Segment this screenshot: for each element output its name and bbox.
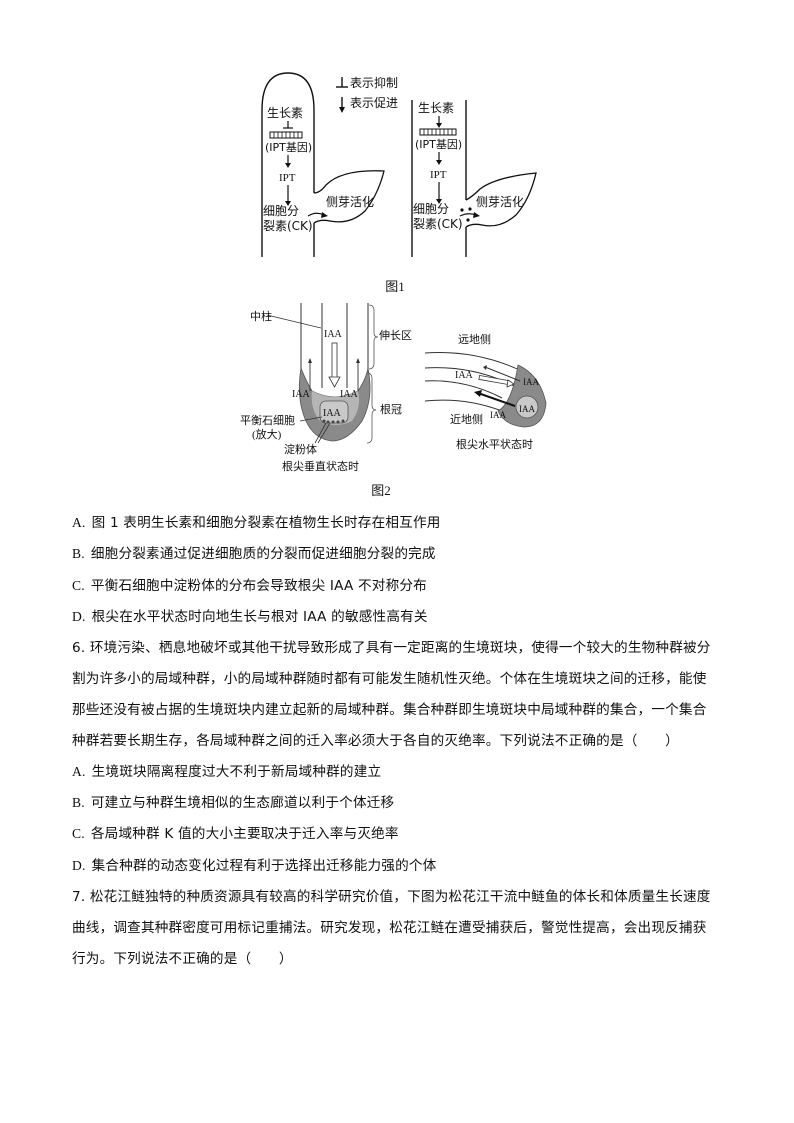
- left-ck-label-1: 细胞分: [263, 204, 299, 218]
- upper-side-label: 远地侧: [458, 333, 491, 346]
- horizontal-iaa-arrow: IAA: [455, 370, 474, 381]
- right-gene-bar-icon: [419, 128, 457, 136]
- q6-stem-line-4: 种群若要长期生存，各局域种群之间的迁入率必须大于各自的灭绝率。下列说法不正确的是…: [72, 733, 679, 749]
- q5-option-a: A.图 1 表明生长素和细胞分裂素在植物生长时存在相互作用: [72, 515, 441, 531]
- q5-option-c: C.平衡石细胞中淀粉体的分布会导致根尖 IAA 不对称分布: [72, 578, 427, 594]
- left-ipt-label: IPT: [279, 172, 296, 184]
- horizontal-state-label: 根尖水平状态时: [456, 437, 533, 451]
- statocyte-enlarged-label: (放大): [252, 427, 282, 441]
- q5-option-b: B.细胞分裂素通过促进细胞质的分裂而促进细胞分裂的完成: [72, 546, 436, 562]
- q7-stem-line-3: 行为。下列说法不正确的是（ ）: [72, 951, 293, 967]
- root-cap-label: 根冠: [380, 402, 402, 416]
- right-ck-label-2: 裂素(CK): [413, 217, 463, 231]
- figure-1: 表示抑制 表示促进 生长素 (IPT基因) IPT 细胞分 裂素(CK) 侧芽活…: [250, 65, 560, 265]
- left-bud-label: 侧芽活化: [326, 195, 374, 209]
- q6-option-c: C.各局域种群 K 值的大小主要取决于迁入率与灭绝率: [72, 826, 399, 842]
- horizontal-iaa-cell: IAA: [519, 404, 535, 414]
- vertical-iaa-right: IAA: [340, 389, 359, 400]
- q7-stem-line-1: 7. 松花江鲢独特的种质资源具有较高的科学研究价值，下图为松花江干流中鲢鱼的体长…: [72, 889, 711, 905]
- horizontal-iaa-lower: IAA: [490, 410, 506, 420]
- right-ipt-label: IPT: [430, 169, 447, 181]
- right-gene-label: (IPT基因): [415, 138, 462, 151]
- promote-legend-icon: [339, 97, 345, 113]
- lower-side-label: 近地侧: [450, 413, 483, 426]
- vertical-root-diagram: [266, 303, 379, 444]
- left-auxin-label: 生长素: [267, 106, 303, 120]
- vertical-state-label: 根尖垂直状态时: [282, 459, 359, 473]
- figure-1-caption: 图1: [385, 279, 405, 294]
- q6-option-b: B.可建立与种群生境相似的生态廊道以利于个体迁移: [72, 795, 395, 811]
- elongation-zone-label: 伸长区: [379, 329, 412, 342]
- horizontal-root-diagram: [424, 352, 547, 428]
- right-auxin-label: 生长素: [418, 101, 454, 115]
- q6-stem-line-3: 那些还没有被占据的生境斑块内建立起新的局域种群。集合种群即生境斑块中局域种群的集…: [72, 702, 707, 718]
- vertical-iaa-center: IAA: [324, 329, 343, 340]
- vertical-iaa-cell: IAA: [323, 408, 342, 419]
- stele-label: 中柱: [250, 309, 272, 323]
- left-gene-label: (IPT基因): [265, 141, 312, 154]
- q5-option-d: D.根尖在水平状态时向地生长与根对 IAA 的敏感性高有关: [72, 609, 428, 625]
- right-bud-label: 侧芽活化: [476, 195, 524, 209]
- q6-option-d: D.集合种群的动态变化过程有利于选择出迁移能力强的个体: [72, 858, 437, 874]
- right-ck-label-1: 细胞分: [413, 202, 449, 216]
- left-ck-label-2: 裂素(CK): [263, 219, 313, 233]
- legend-inhibit-label: 表示抑制: [350, 75, 398, 90]
- figure-2: 中柱 IAA 伸长区 IAA IAA 根冠 平衡石细胞 (放大) IAA 淀粉体…: [240, 303, 560, 473]
- q7-stem-line-2: 曲线，调查其种群密度可用标记重捕法。研究发现，松花江鲢在遭受捕获后，警觉性提高，…: [72, 920, 707, 936]
- statocyte-label: 平衡石细胞: [240, 414, 295, 427]
- q6-stem-line-2: 割为许多小的局域种群，小的局域种群随时都有可能发生随机性灭绝。个体在生境斑块之间…: [72, 671, 707, 687]
- figure-2-caption: 图2: [371, 483, 391, 498]
- vertical-iaa-left: IAA: [292, 389, 311, 400]
- inhibit-legend-icon: [336, 77, 348, 88]
- q6-option-a: A.生境斑块隔离程度过大不利于新局域种群的建立: [72, 764, 382, 780]
- amyloplast-label: 淀粉体: [284, 442, 317, 456]
- legend-promote-label: 表示促进: [350, 96, 398, 110]
- q6-stem-line-1: 6. 环境污染、栖息地破坏或其他干扰导致形成了具有一定距离的生境斑块，使得一个较…: [72, 640, 711, 656]
- horizontal-iaa-upper: IAA: [523, 377, 539, 387]
